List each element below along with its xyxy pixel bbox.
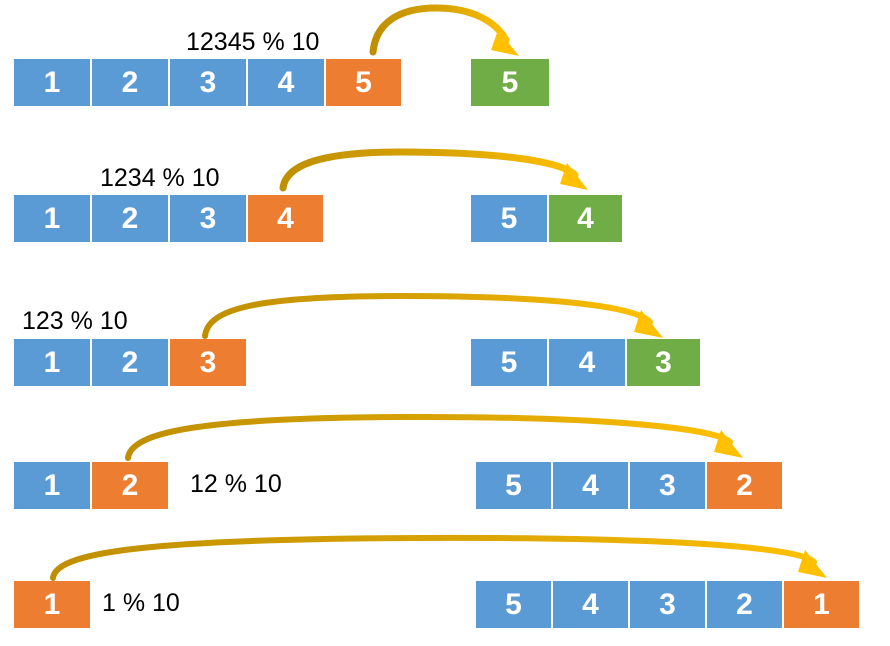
step-row-2: 1234 % 10 1 2 3 4 5 4	[0, 130, 890, 260]
result-cell: 4	[552, 461, 629, 510]
result-cell: 5	[475, 580, 552, 629]
result-cell: 4	[552, 580, 629, 629]
operation-label-4: 12 % 10	[190, 470, 282, 498]
source-cell: 3	[169, 194, 247, 243]
source-cell: 4	[247, 58, 325, 107]
source-cell: 2	[91, 338, 169, 387]
source-cell-extracted: 4	[247, 194, 324, 243]
result-cell: 5	[470, 194, 548, 243]
operation-label-3: 123 % 10	[22, 307, 128, 335]
source-cell: 1	[13, 194, 91, 243]
source-cell: 1	[13, 461, 91, 510]
result-cell: 2	[706, 580, 783, 629]
source-cell: 1	[13, 338, 91, 387]
operation-label-2: 1234 % 10	[100, 164, 220, 192]
step-row-3: 123 % 10 1 2 3 5 4 3	[0, 280, 890, 410]
result-cell: 5	[475, 461, 552, 510]
result-cell: 3	[629, 580, 706, 629]
operation-label-5: 1 % 10	[102, 589, 180, 617]
step-row-5: 1 % 10 1 5 4 3 2 1	[0, 530, 890, 646]
source-cell: 1	[13, 58, 91, 107]
operation-label-1: 12345 % 10	[186, 28, 320, 56]
step-row-4: 12 % 10 1 2 5 4 3 2	[0, 410, 890, 530]
source-cell-extracted: 5	[325, 58, 402, 107]
source-cell: 3	[169, 58, 247, 107]
result-cell-new: 1	[783, 580, 860, 629]
source-cell-extracted: 3	[169, 338, 247, 387]
source-cell: 2	[91, 58, 169, 107]
result-cell: 5	[470, 338, 548, 387]
result-cell: 3	[629, 461, 706, 510]
source-cell-extracted: 2	[91, 461, 169, 510]
result-cell-new: 3	[626, 338, 701, 387]
result-cell-new: 4	[548, 194, 623, 243]
result-cell: 4	[548, 338, 626, 387]
step-row-1: 12345 % 10 1 2 3 4 5 5	[0, 0, 890, 130]
source-cell-extracted: 1	[13, 580, 91, 629]
result-cell-new: 2	[706, 461, 783, 510]
result-cell-new: 5	[470, 58, 550, 107]
source-cell: 2	[91, 194, 169, 243]
